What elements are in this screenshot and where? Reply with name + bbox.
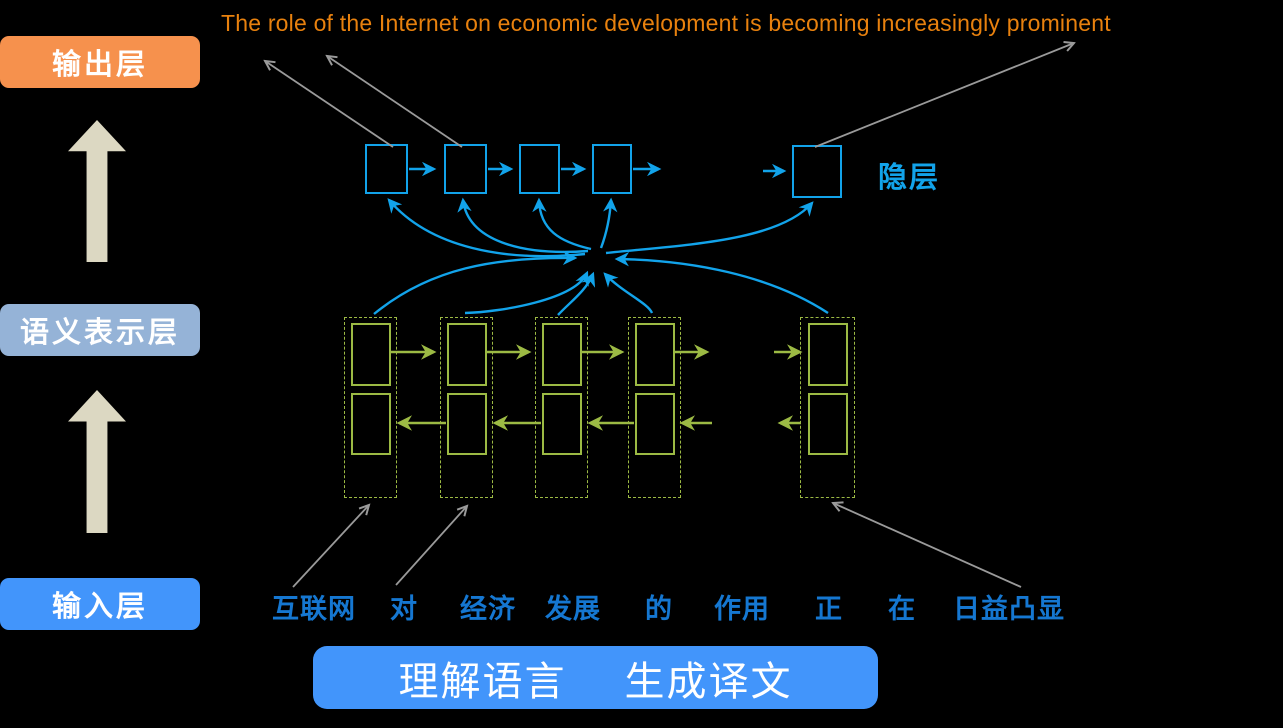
gray-arrow bbox=[327, 56, 463, 148]
attention-curve bbox=[457, 197, 589, 254]
source-word: 发展 bbox=[545, 594, 601, 624]
attention-out-curves bbox=[387, 197, 814, 258]
encoder-group-3 bbox=[535, 317, 588, 498]
decoder-cell-1 bbox=[365, 144, 408, 194]
gray-arrow bbox=[292, 505, 369, 588]
encoder-forward-cell bbox=[808, 323, 848, 386]
source-word: 对 bbox=[390, 594, 418, 624]
encoder-backward-cell bbox=[808, 393, 848, 455]
attention-curve bbox=[614, 251, 829, 315]
encoder-forward-cell bbox=[542, 323, 582, 386]
encoder-backward-cell bbox=[351, 393, 391, 455]
decoder-cell-2 bbox=[444, 144, 487, 194]
input-layer-label: 输入层 bbox=[51, 591, 148, 623]
attention-curve bbox=[464, 270, 589, 315]
gray-arrow bbox=[265, 61, 394, 148]
encoder-backward-cell bbox=[542, 393, 582, 455]
gray-arrow bbox=[395, 506, 467, 586]
attention-curve bbox=[603, 272, 654, 314]
semantic-layer-badge: 语义表示层 bbox=[0, 304, 200, 356]
translation-banner: 理解语言 生成译文 bbox=[313, 646, 878, 709]
word-alignment-arrows bbox=[265, 43, 1074, 588]
banner-generate-label: 生成译文 bbox=[624, 659, 793, 704]
source-word: 的 bbox=[645, 594, 673, 624]
source-word: 经济 bbox=[460, 594, 516, 624]
decoder-cell-3 bbox=[519, 144, 560, 194]
gray-arrow bbox=[833, 503, 1022, 588]
attention-curve bbox=[373, 250, 578, 315]
attention-curve bbox=[532, 197, 592, 251]
encoder-backward-cell bbox=[447, 393, 487, 455]
attention-in-curves bbox=[373, 250, 829, 316]
source-word: 作用 bbox=[714, 594, 770, 624]
attention-curve bbox=[557, 271, 596, 316]
encoder-forward-cell bbox=[447, 323, 487, 386]
output-layer-label: 输出层 bbox=[51, 49, 148, 81]
semantic-layer-label: 语义表示层 bbox=[19, 317, 180, 349]
input-layer-badge: 输入层 bbox=[0, 578, 200, 630]
source-word: 正 bbox=[815, 594, 843, 624]
source-word: 互联网 bbox=[272, 594, 356, 624]
attention-curve bbox=[599, 197, 618, 249]
encoder-group-2 bbox=[440, 317, 493, 498]
encoder-forward-cell bbox=[351, 323, 391, 386]
output-sentence: The role of the Internet on economic dev… bbox=[221, 10, 1111, 36]
hidden-layer-label: 隐层 bbox=[878, 162, 941, 194]
source-word: 日益凸显 bbox=[953, 594, 1065, 624]
gray-arrow bbox=[814, 43, 1074, 148]
attention-curve bbox=[387, 198, 586, 258]
decoder-cell-4 bbox=[592, 144, 632, 194]
attention-curve bbox=[605, 201, 814, 255]
encoder-backward-cell bbox=[635, 393, 675, 455]
encoder-group-1 bbox=[344, 317, 397, 498]
decoder-cell-5 bbox=[792, 145, 842, 198]
banner-understand-label: 理解语言 bbox=[398, 659, 567, 704]
up-arrow-icon bbox=[68, 120, 126, 262]
output-layer-badge: 输出层 bbox=[0, 36, 200, 88]
source-word: 在 bbox=[888, 594, 916, 624]
up-arrow-icon bbox=[68, 390, 126, 533]
encoder-group-4 bbox=[628, 317, 681, 498]
encoder-forward-cell bbox=[635, 323, 675, 386]
encoder-group-5 bbox=[800, 317, 855, 498]
